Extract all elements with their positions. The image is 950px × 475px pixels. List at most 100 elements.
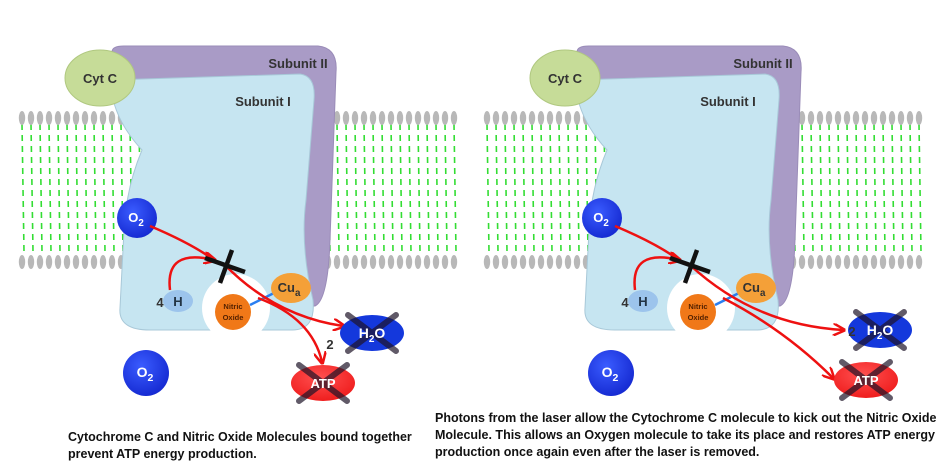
lipid-head — [378, 255, 386, 269]
lipid-head — [90, 255, 98, 269]
h-count: 4 — [621, 295, 629, 310]
lipid-head — [888, 255, 896, 269]
lipid-head — [36, 111, 44, 125]
lipid-tail — [84, 123, 88, 253]
lipid-tail — [891, 123, 895, 253]
lipid-tail — [381, 123, 385, 253]
lipid-head — [843, 255, 851, 269]
cu-label: Cua — [743, 280, 766, 299]
lipid-head — [423, 255, 431, 269]
lipid-tail — [873, 123, 877, 253]
lipid-head — [573, 255, 581, 269]
lipid-head — [432, 111, 440, 125]
h-count: 4 — [156, 295, 164, 310]
h2o-count: 2 — [848, 324, 855, 339]
lipid-head — [501, 111, 509, 125]
h-label: H — [638, 294, 647, 309]
lipid-tail — [345, 123, 349, 253]
lipid-head — [396, 255, 404, 269]
lipid-tail — [900, 123, 904, 253]
lipid-head — [45, 111, 53, 125]
lipid-head — [432, 255, 440, 269]
h2o-cross-icon — [345, 312, 399, 354]
lipid-head — [360, 111, 368, 125]
lipid-tail — [453, 123, 457, 253]
lipid-tail — [426, 123, 430, 253]
cytc-label: Cyt C — [83, 71, 118, 86]
lipid-head — [906, 111, 914, 125]
lipid-tail — [513, 123, 517, 253]
lipid-head — [807, 111, 815, 125]
lipid-tail — [111, 123, 115, 253]
h-molecule — [628, 290, 658, 312]
lipid-head — [351, 111, 359, 125]
lipid-head — [870, 111, 878, 125]
lipid-head — [807, 255, 815, 269]
lipid-head — [897, 111, 905, 125]
lipid-head — [81, 255, 89, 269]
lipid-head — [81, 111, 89, 125]
lipid-head — [18, 111, 26, 125]
cytc-molecule — [529, 49, 601, 107]
lipid-head — [423, 111, 431, 125]
lipid-tail — [120, 123, 124, 253]
lipid-tail — [57, 123, 61, 253]
lipid-head — [63, 111, 71, 125]
lipid-head — [450, 111, 458, 125]
lipid-head — [441, 111, 449, 125]
lipid-head — [63, 255, 71, 269]
lipid-head — [492, 111, 500, 125]
lipid-tail — [390, 123, 394, 253]
lipid-head — [555, 255, 563, 269]
lipid-tail — [531, 123, 535, 253]
lipid-head — [27, 255, 35, 269]
lipid-head — [501, 255, 509, 269]
lipid-head — [441, 255, 449, 269]
lipid-head — [90, 111, 98, 125]
lipid-head — [351, 255, 359, 269]
lipid-head — [519, 111, 527, 125]
lipid-tail — [21, 123, 25, 253]
lipid-tail — [408, 123, 412, 253]
nitric-label: Nitric — [223, 302, 242, 311]
oxide-label: Oxide — [223, 313, 244, 322]
lipid-head — [915, 111, 923, 125]
nitric-label: Nitric — [688, 302, 707, 311]
lipid-head — [414, 111, 422, 125]
lipid-head — [852, 255, 860, 269]
lipid-head — [546, 255, 554, 269]
atp-cross-icon — [839, 359, 893, 401]
o2-label: O2 — [602, 364, 619, 384]
lipid-head — [906, 255, 914, 269]
o2-molecule — [582, 198, 622, 238]
cu-molecule — [271, 273, 311, 303]
lipid-head — [834, 255, 842, 269]
lipid-tail — [435, 123, 439, 253]
bond-line — [714, 290, 742, 307]
lipid-tail — [486, 123, 490, 253]
lipid-head — [342, 111, 350, 125]
lipid-head — [888, 111, 896, 125]
lipid-head — [915, 255, 923, 269]
lipid-head — [528, 111, 536, 125]
nitric-oxide-molecule — [215, 294, 251, 330]
lipid-head — [369, 255, 377, 269]
lipid-tail — [102, 123, 106, 253]
lipid-head — [564, 111, 572, 125]
lipid-head — [825, 255, 833, 269]
arrow-atp — [722, 296, 833, 378]
lipid-head — [387, 111, 395, 125]
lipid-tail — [846, 123, 850, 253]
lipid-head — [546, 111, 554, 125]
lipid-head — [870, 255, 878, 269]
lipid-head — [99, 111, 107, 125]
lipid-tail — [810, 123, 814, 253]
lipid-tail — [819, 123, 823, 253]
o2-molecule-free — [123, 350, 169, 396]
lipid-head — [54, 111, 62, 125]
lipid-head — [396, 111, 404, 125]
o2-label: O2 — [593, 210, 609, 229]
lipid-head — [834, 111, 842, 125]
